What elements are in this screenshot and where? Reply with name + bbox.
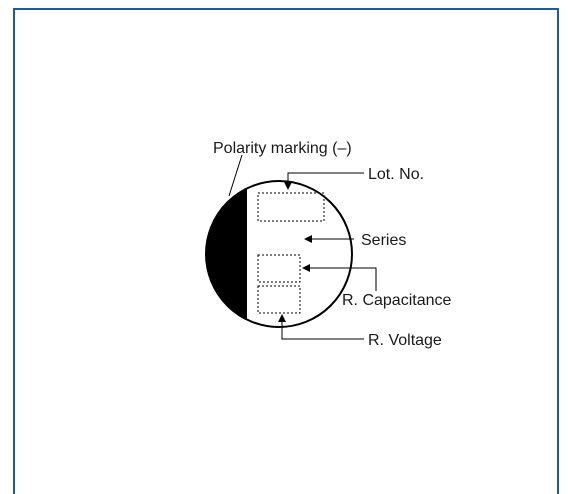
series-label: Series — [361, 232, 406, 249]
polarity-label: Polarity marking (–) — [213, 140, 352, 157]
series-arrowhead — [304, 235, 312, 243]
capacitance-arrowhead — [302, 264, 310, 272]
voltage-box — [257, 285, 301, 314]
capacitance-label: R. Capacitance — [342, 292, 451, 309]
lot-number-box — [257, 192, 325, 222]
voltage-label: R. Voltage — [368, 332, 442, 349]
voltage-leader — [281, 322, 364, 340]
polarity-leader — [228, 154, 243, 197]
lot-arrowhead — [284, 182, 292, 190]
capacitance-leader — [310, 267, 377, 291]
lot-leader — [287, 172, 364, 183]
frame-border — [13, 8, 559, 494]
lot-label: Lot. No. — [368, 166, 424, 183]
voltage-arrowhead — [278, 314, 286, 322]
capacitance-box — [257, 254, 301, 283]
polarity-band — [206, 188, 247, 320]
